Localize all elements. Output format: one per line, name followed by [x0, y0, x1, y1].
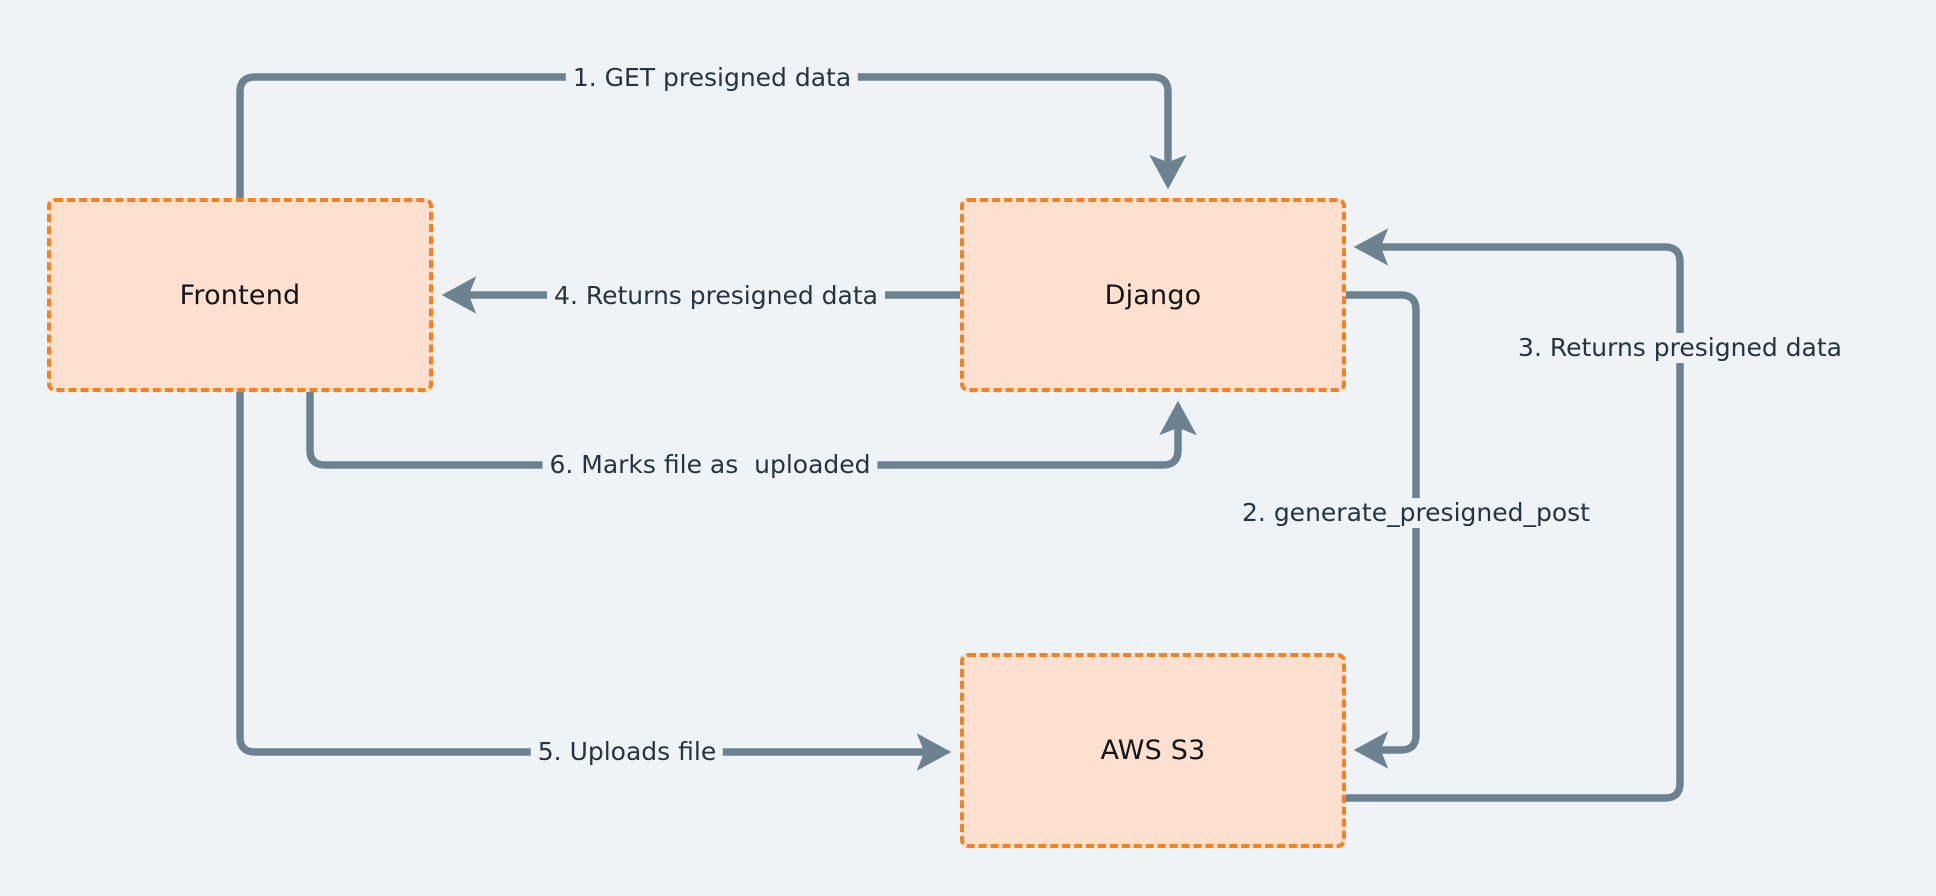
- edge-label-6: 6. Marks file as uploaded: [542, 450, 878, 480]
- node-aws-s3[interactable]: AWS S3: [960, 653, 1346, 848]
- edge-label-4: 4. Returns presigned data: [547, 281, 885, 311]
- node-django[interactable]: Django: [960, 198, 1346, 392]
- edge-label-2: 2. generate_presigned_post: [1235, 498, 1597, 528]
- edge-3-path: [1341, 228, 1684, 802]
- node-frontend[interactable]: Frontend: [47, 198, 433, 392]
- edge-label-5: 5. Uploads file: [530, 737, 724, 767]
- node-aws-s3-label: AWS S3: [1100, 735, 1206, 766]
- node-frontend-label: Frontend: [179, 279, 301, 311]
- edge-5-path: [236, 388, 952, 771]
- edge-1-path: [236, 73, 1187, 202]
- node-django-label: Django: [1104, 279, 1202, 311]
- edge-label-3: 3. Returns presigned data: [1511, 333, 1849, 363]
- edge-label-1: 1. GET presigned data: [565, 63, 859, 93]
